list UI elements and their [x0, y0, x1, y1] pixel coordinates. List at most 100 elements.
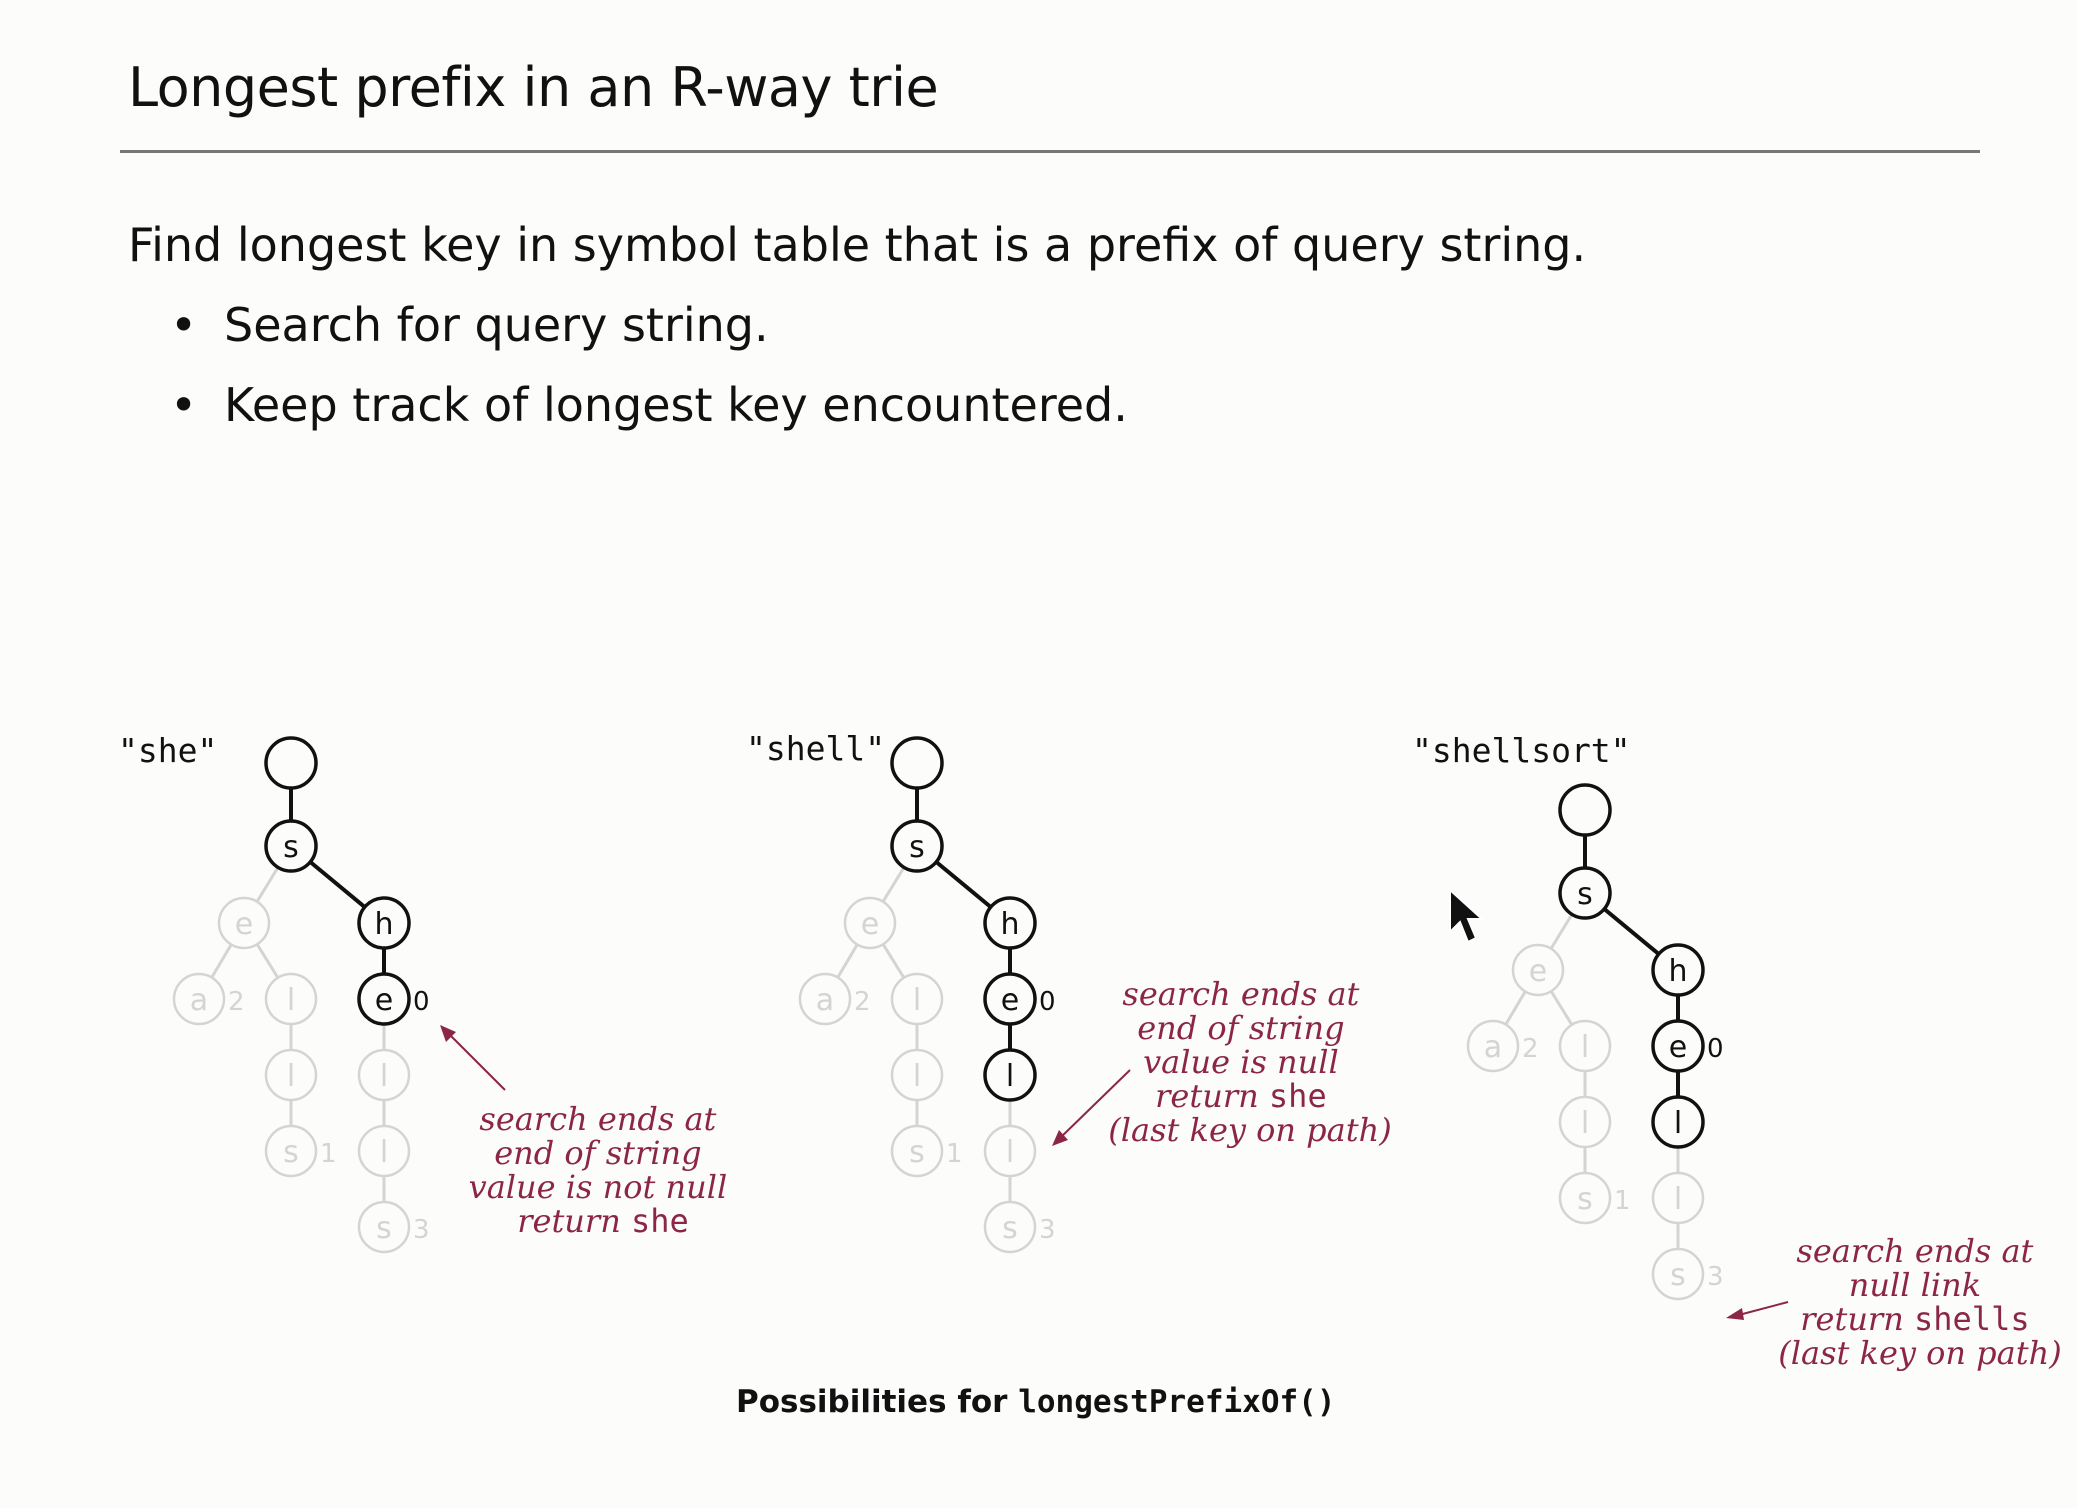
trie-node: [172, 972, 226, 1026]
trie-node: [890, 1124, 944, 1178]
trie-node: [1651, 943, 1705, 997]
bullet-item-1: • Search for query string.: [170, 298, 769, 352]
node-char: h: [374, 907, 393, 942]
query-label-shell: "shell": [746, 729, 885, 768]
slide-title: Longest prefix in an R-way trie: [128, 56, 939, 119]
trie-node: [890, 736, 944, 790]
node-char: s: [376, 1211, 392, 1246]
node-char: s: [1002, 1211, 1018, 1246]
node-char: e: [375, 983, 393, 1018]
query-label-shellsort: "shellsort": [1412, 731, 1631, 770]
node-char: l: [913, 983, 921, 1018]
trie-node: [264, 1048, 318, 1102]
annotation-arrow-shell: [1057, 1069, 1131, 1141]
node-char: l: [1006, 1135, 1014, 1170]
trie-node: [264, 736, 318, 790]
bullet-text-1: Search for query string.: [224, 298, 769, 352]
trie-node: [983, 1200, 1037, 1254]
node-char: e: [1529, 954, 1547, 989]
trie-node: [1651, 1095, 1705, 1149]
bullet-dot: •: [170, 378, 198, 432]
arrowhead-icon: [440, 1025, 456, 1042]
trie-node: [1558, 1171, 1612, 1225]
lead-text: Find longest key in symbol table that is…: [128, 218, 1587, 272]
query-label-she: "she": [118, 731, 217, 770]
figure-caption: Possibilities for longestPrefixOf(): [736, 1384, 1335, 1420]
annotation-she: search ends at end of string value is no…: [469, 1100, 738, 1240]
trie-node: [264, 819, 318, 873]
title-divider: [120, 150, 1980, 153]
node-char: l: [380, 1135, 388, 1170]
node-char: s: [1577, 1182, 1593, 1217]
node-char: e: [861, 907, 879, 942]
trie-node: [1466, 1019, 1520, 1073]
trie-node: [983, 972, 1037, 1026]
node-char: a: [816, 983, 834, 1018]
node-char: l: [1581, 1030, 1589, 1065]
node-char: h: [1668, 954, 1687, 989]
arrowhead-icon: [1052, 1130, 1068, 1146]
bullet-dot: •: [170, 298, 198, 352]
node-char: s: [909, 830, 925, 865]
trie-node: [798, 972, 852, 1026]
node-value: 2: [1522, 1034, 1539, 1064]
trie-node: [1558, 1095, 1612, 1149]
node-char: l: [1006, 1059, 1014, 1094]
trie-node: [1558, 783, 1612, 837]
trie-node: [357, 896, 411, 950]
annotation-arrow-shellsort: [1734, 1301, 1789, 1317]
node-char: a: [1484, 1030, 1502, 1065]
trie-node: [264, 1124, 318, 1178]
node-char: l: [287, 983, 295, 1018]
bullet-text-2: Keep track of longest key encountered.: [224, 378, 1128, 432]
trie-node: [264, 972, 318, 1026]
annotation-shellsort: search ends at null link return shells (…: [1778, 1232, 2061, 1372]
node-char: h: [1000, 907, 1019, 942]
trie-node: [890, 1048, 944, 1102]
node-char: a: [190, 983, 208, 1018]
trie-node: [1511, 943, 1565, 997]
node-char: l: [380, 1059, 388, 1094]
node-char: s: [909, 1135, 925, 1170]
node-value: 0: [1707, 1034, 1724, 1064]
node-value: 3: [1707, 1262, 1724, 1292]
node-value: 2: [854, 987, 871, 1017]
trie-node: [1651, 1019, 1705, 1073]
node-char: l: [1674, 1106, 1682, 1141]
node-value: 1: [320, 1139, 337, 1169]
trie-node: [357, 1124, 411, 1178]
trie-node: [890, 972, 944, 1026]
node-char: l: [1581, 1106, 1589, 1141]
trie-node: [983, 896, 1037, 950]
node-char: l: [287, 1059, 295, 1094]
trie-node: [357, 1200, 411, 1254]
node-char: s: [1670, 1258, 1686, 1293]
node-value: 3: [1039, 1215, 1056, 1245]
arrowhead-icon: [1726, 1308, 1744, 1320]
node-char: s: [283, 1135, 299, 1170]
node-char: e: [235, 907, 253, 942]
trie-node: [983, 1124, 1037, 1178]
node-char: l: [913, 1059, 921, 1094]
node-value: 0: [1039, 987, 1056, 1017]
trie-node: [1558, 866, 1612, 920]
node-value: 1: [1614, 1186, 1631, 1216]
node-char: e: [1669, 1030, 1687, 1065]
trie-node: [357, 1048, 411, 1102]
node-char: s: [283, 830, 299, 865]
trie-node: [357, 972, 411, 1026]
trie-node: [843, 896, 897, 950]
mouse-cursor-icon: [1449, 888, 1485, 944]
bullet-item-2: • Keep track of longest key encountered.: [170, 378, 1128, 432]
node-char: l: [1674, 1182, 1682, 1217]
annotation-arrow-she: [444, 1029, 506, 1091]
node-char: e: [1001, 983, 1019, 1018]
trie-node: [1651, 1247, 1705, 1301]
